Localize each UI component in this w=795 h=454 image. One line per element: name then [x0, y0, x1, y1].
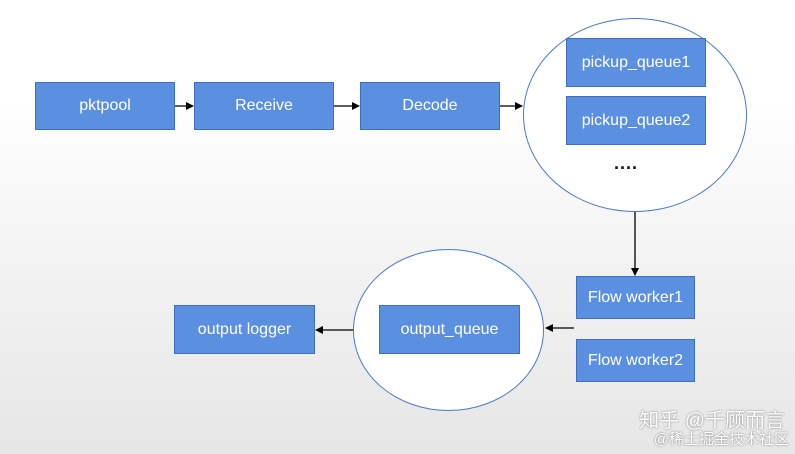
- pktpool-node: pktpool: [35, 82, 175, 130]
- pickup-queue2-node: pickup_queue2: [566, 96, 706, 145]
- watermark-zhihu: 知乎 @千顾而言: [639, 410, 785, 432]
- receive-node: Receive: [194, 82, 334, 130]
- flow-worker1-node: Flow worker1: [576, 276, 695, 319]
- decode-node: Decode: [360, 82, 500, 130]
- watermark-juejin: @稀土掘金技术社区: [653, 431, 789, 448]
- pickup-queue1-node: pickup_queue1: [566, 38, 706, 87]
- flow-worker2-node: Flow worker2: [576, 339, 695, 382]
- more-queues-ellipsis: ....: [614, 153, 639, 173]
- output-logger-node: output logger: [174, 305, 315, 354]
- output-queue-node: output_queue: [379, 305, 520, 354]
